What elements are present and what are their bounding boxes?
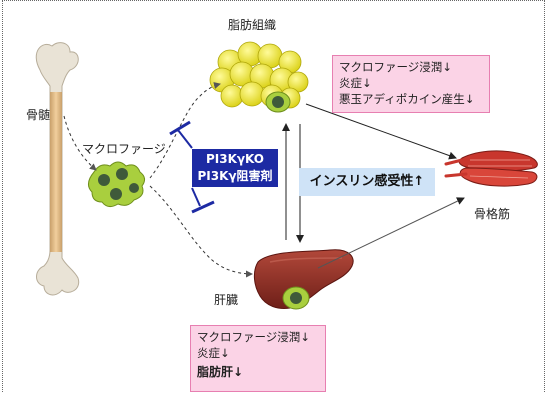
skeletal-muscle-label: 骨格筋	[474, 207, 511, 221]
bone-marrow-label: 骨髄	[26, 108, 51, 122]
pi3k-intervention-box: PI3KγKO PI3Kγ阻害剤	[192, 149, 278, 187]
adipose-effect-inflammation: 炎症↓	[339, 76, 372, 90]
fat-cells-icon	[209, 41, 309, 113]
liver-effect-fatty-liver: 脂肪肝↓	[197, 365, 244, 379]
muscle-icon	[444, 150, 538, 187]
adipose-tissue-label: 脂肪組織	[228, 18, 277, 32]
macrophage-cluster-icon	[88, 161, 146, 208]
adipose-effect-adipokine: 悪玉アディポカイン産生↓	[339, 92, 475, 106]
adipose-effect-infiltration: マクロファージ浸潤↓	[339, 60, 452, 74]
inhibition-bar-icon	[169, 120, 215, 214]
bone-icon	[35, 42, 80, 296]
liver-icon	[253, 249, 354, 310]
insulin-sensitivity-box: インスリン感受性↑	[299, 168, 435, 196]
pi3k-ko-label: PI3KγKO	[205, 152, 265, 166]
pi3k-inhibitor-label: PI3Kγ阻害剤	[197, 169, 273, 183]
liver-effect-inflammation: 炎症↓	[197, 346, 230, 360]
liver-effects-box: マクロファージ浸潤↓ 炎症↓ 脂肪肝↓	[190, 325, 326, 392]
liver-effect-infiltration: マクロファージ浸潤↓	[197, 330, 310, 344]
liver-label: 肝臓	[214, 293, 239, 307]
macrophage-label: マクロファージ	[82, 142, 166, 156]
adipose-effects-box: マクロファージ浸潤↓ 炎症↓ 悪玉アディポカイン産生↓	[332, 55, 490, 113]
